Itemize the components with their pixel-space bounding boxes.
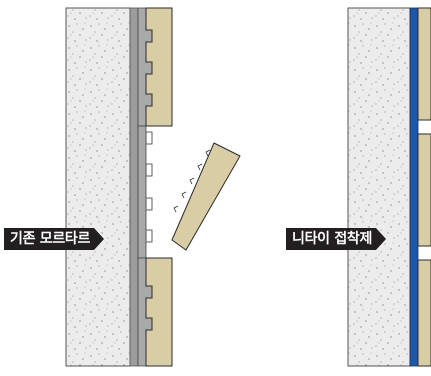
existing-mortar-label: 기존 모르타르 <box>4 228 95 250</box>
concrete-wall-left <box>65 7 131 367</box>
nitai-adhesive-label: 니타이 접착제 <box>286 228 377 250</box>
mortar-layer <box>129 7 139 367</box>
falling-tile <box>171 142 241 251</box>
concrete-wall-right <box>347 7 411 367</box>
empty-bed-teeth <box>137 125 153 259</box>
adhesive-layer <box>409 7 419 367</box>
existing-mortar-section <box>65 7 241 367</box>
tile-upper <box>145 7 173 127</box>
callout-arrow-icon <box>376 228 386 250</box>
tile-lower <box>145 257 173 367</box>
callout-arrow-icon <box>94 228 104 250</box>
tile-right-3 <box>417 259 431 367</box>
tile-right-1 <box>417 7 431 121</box>
nitai-adhesive-section <box>347 7 431 367</box>
tile-right-2 <box>417 133 431 247</box>
